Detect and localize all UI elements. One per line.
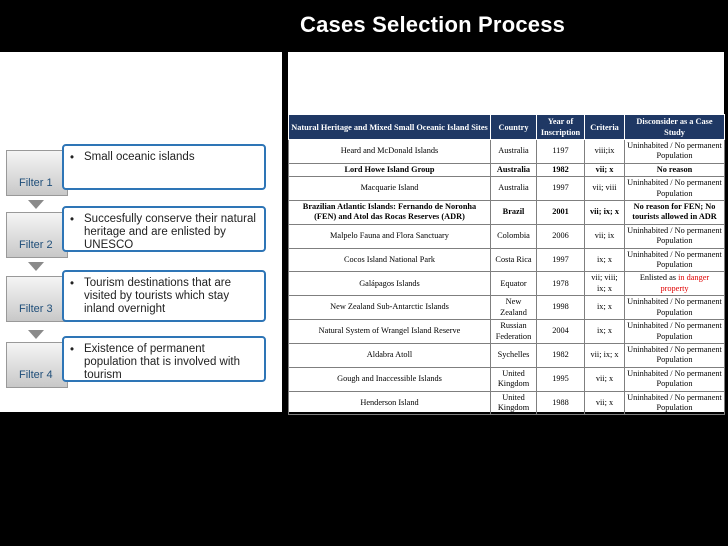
cell-site: Natural System of Wrangel Island Reserve [288,319,491,344]
cell-country: Russian Federation [490,319,537,344]
cell-disconsider: Uninhabited / No permanent Population [624,319,725,344]
cell-criteria: vii; viii [584,176,625,202]
cell-disconsider: Uninhabited / No permanent Population [624,295,725,321]
cell-criteria: ix; x [584,295,625,321]
cell-year: 2006 [536,223,585,249]
cell-criteria: vii; x [584,390,625,416]
cell-site: Lord Howe Island Group [288,162,491,178]
cell-disconsider: Uninhabited / No permanent Population [624,247,725,273]
filter-panel: Filter 1 •Small oceanic islands Filter 2… [0,52,282,412]
cell-criteria: viii;ix [584,139,625,164]
cell-country: Equator [490,271,537,297]
cell-disconsider: Uninhabited / No permanent Population [624,139,725,164]
cell-country: Colombia [490,223,537,249]
cell-criteria: ix; x [584,319,625,344]
cell-criteria: vii; ix; x [584,342,625,368]
cell-year: 1982 [536,342,585,368]
cell-site: Cocos Island National Park [288,247,491,273]
cell-disconsider: No reason for FEN; No tourists allowed i… [624,200,725,225]
cell-disconsider: Enlisted as in danger property [624,271,725,297]
cell-disconsider: Uninhabited / No permanent Population [624,223,725,249]
filter-4: Filter 4 •Existence of permanent populat… [6,336,266,388]
filter-label: Filter 3 [6,276,68,322]
table-header-row: Natural Heritage and Mixed Small Oceanic… [288,114,725,140]
cell-year: 2004 [536,319,585,344]
page-title: Cases Selection Process [300,12,566,37]
cell-year: 1988 [536,390,585,416]
cell-disconsider: No reason [624,162,725,178]
filter-3: Filter 3 •Tourism destinations that are … [6,270,266,322]
filter-label: Filter 1 [6,150,68,196]
header-disconsider: Disconsider as a Case Study [624,114,725,140]
filter-label: Filter 2 [6,212,68,258]
cell-site: New Zealand Sub-Antarctic Islands [288,295,491,321]
cell-criteria: vii; viii; ix; x [584,271,625,297]
filter-criterion: •Existence of permanent population that … [62,336,266,382]
cell-disconsider: Uninhabited / No permanent Population [624,176,725,202]
filter-1: Filter 1 •Small oceanic islands [6,144,266,196]
cell-criteria: vii; x [584,162,625,178]
cell-site: Malpelo Fauna and Flora Sanctuary [288,223,491,249]
sites-table: Natural Heritage and Mixed Small Oceanic… [288,114,725,416]
filter-criterion: •Small oceanic islands [62,144,266,190]
cell-disconsider: Uninhabited / No permanent Population [624,366,725,392]
cell-year: 1997 [536,247,585,273]
cell-criteria: vii; ix [584,223,625,249]
cell-country: United Kingdom [490,366,537,392]
cell-country: Costa Rica [490,247,537,273]
danger-note: in danger property [660,273,710,293]
cell-criteria: ix; x [584,247,625,273]
cell-country: Australia [490,139,537,164]
cell-site: Gough and Inaccessible Islands [288,366,491,392]
cell-site: Galápagos Islands [288,271,491,297]
header-year: Year of Inscription [536,114,585,140]
down-arrow-icon [28,262,44,271]
cell-criteria: vii; x [584,366,625,392]
cell-country: Sychelles [490,342,537,368]
cell-site: Aldabra Atoll [288,342,491,368]
table-row: Natural System of Wrangel Island Reserve… [288,319,725,344]
cell-year: 1997 [536,176,585,202]
cell-country: Australia [490,176,537,202]
header-country: Country [490,114,537,140]
cell-country: United Kingdom [490,390,537,416]
down-arrow-icon [28,200,44,209]
filter-2: Filter 2 •Succesfully conserve their nat… [6,206,266,258]
cell-site: Henderson Island [288,390,491,416]
filter-criterion: •Succesfully conserve their natural heri… [62,206,266,252]
cell-country: Australia [490,162,537,178]
cell-site: Macquarie Island [288,176,491,202]
header-site: Natural Heritage and Mixed Small Oceanic… [288,114,491,140]
cell-site: Heard and McDonald Islands [288,139,491,164]
cell-year: 2001 [536,200,585,225]
sites-table-panel: Natural Heritage and Mixed Small Oceanic… [288,52,725,416]
header-criteria: Criteria [584,114,625,140]
cell-year: 1998 [536,295,585,321]
cell-disconsider: Uninhabited / No permanent Population [624,342,725,368]
cell-country: New Zealand [490,295,537,321]
cell-year: 1978 [536,271,585,297]
down-arrow-icon [28,330,44,339]
cell-year: 1197 [536,139,585,164]
filter-label: Filter 4 [6,342,68,388]
filter-criterion: •Tourism destinations that are visited b… [62,270,266,322]
table-row: Brazilian Atlantic Islands: Fernando de … [288,200,725,225]
cell-criteria: vii; ix; x [584,200,625,225]
cell-site: Brazilian Atlantic Islands: Fernando de … [288,200,491,225]
cell-country: Brazil [490,200,537,225]
cell-year: 1995 [536,366,585,392]
cell-year: 1982 [536,162,585,178]
cell-disconsider: Uninhabited / No permanent Population [624,390,725,416]
